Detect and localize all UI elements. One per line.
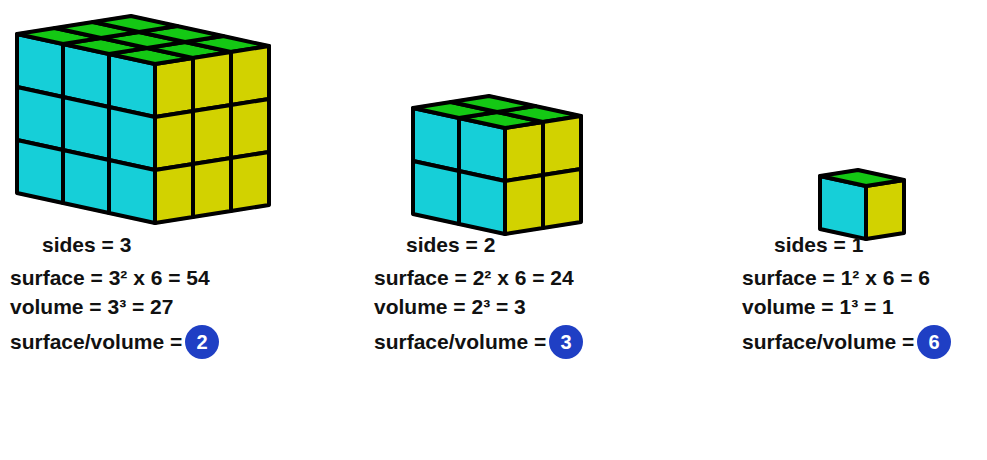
cube-sticker-top — [93, 16, 177, 32]
cube-sticker-right — [193, 105, 231, 164]
ratio-value: 6 — [929, 332, 940, 352]
ratio-circle: 2 — [185, 325, 219, 359]
ratio-label: surface/volume = — [742, 330, 914, 354]
cube-sticker-left — [459, 171, 505, 234]
cube-sticker-left — [17, 140, 63, 203]
volume-formula: volume = 2³ = 3 — [374, 295, 526, 319]
cube-sticker-right — [505, 175, 543, 234]
volume-formula: volume = 1³ = 1 — [742, 295, 894, 319]
cube-sticker-right — [543, 169, 581, 228]
cube-sticker-right — [543, 116, 581, 175]
cube-outline — [413, 96, 581, 234]
cube-sticker-right — [155, 111, 193, 170]
volume-formula: volume = 3³ = 27 — [10, 295, 173, 319]
cube-sticker-left — [109, 160, 155, 223]
ratio-circle: 3 — [549, 325, 583, 359]
ratio-circle: 6 — [917, 325, 951, 359]
ratio-label: surface/volume = — [374, 330, 546, 354]
surface-formula: surface = 3² x 6 = 54 — [10, 266, 210, 290]
sides-line: sides = 1 — [774, 233, 863, 257]
ratio-label: surface/volume = — [10, 330, 182, 354]
cube-sticker-right — [193, 52, 231, 111]
cube-sticker-right — [193, 158, 231, 217]
cube-sticker-top — [820, 170, 904, 186]
sides-line: sides = 2 — [406, 233, 495, 257]
cube-outline — [820, 170, 904, 239]
cube-outline — [17, 16, 269, 223]
ratio-value: 3 — [561, 332, 572, 352]
cube-sticker-right — [231, 99, 269, 158]
sides-line: sides = 3 — [42, 233, 131, 257]
surface-formula: surface = 1² x 6 = 6 — [742, 266, 930, 290]
cube-sticker-right — [505, 122, 543, 181]
cube-sticker-right — [155, 164, 193, 223]
cube-sticker-right — [866, 180, 904, 239]
cube-sticker-right — [155, 58, 193, 117]
cube-sticker-right — [231, 152, 269, 211]
cube-sticker-left — [413, 161, 459, 224]
cube-sticker-top — [451, 96, 535, 112]
ratio-value: 2 — [197, 332, 208, 352]
cube-sticker-right — [231, 46, 269, 105]
surface-formula: surface = 2² x 6 = 24 — [374, 266, 574, 290]
cube-sticker-left — [63, 150, 109, 213]
